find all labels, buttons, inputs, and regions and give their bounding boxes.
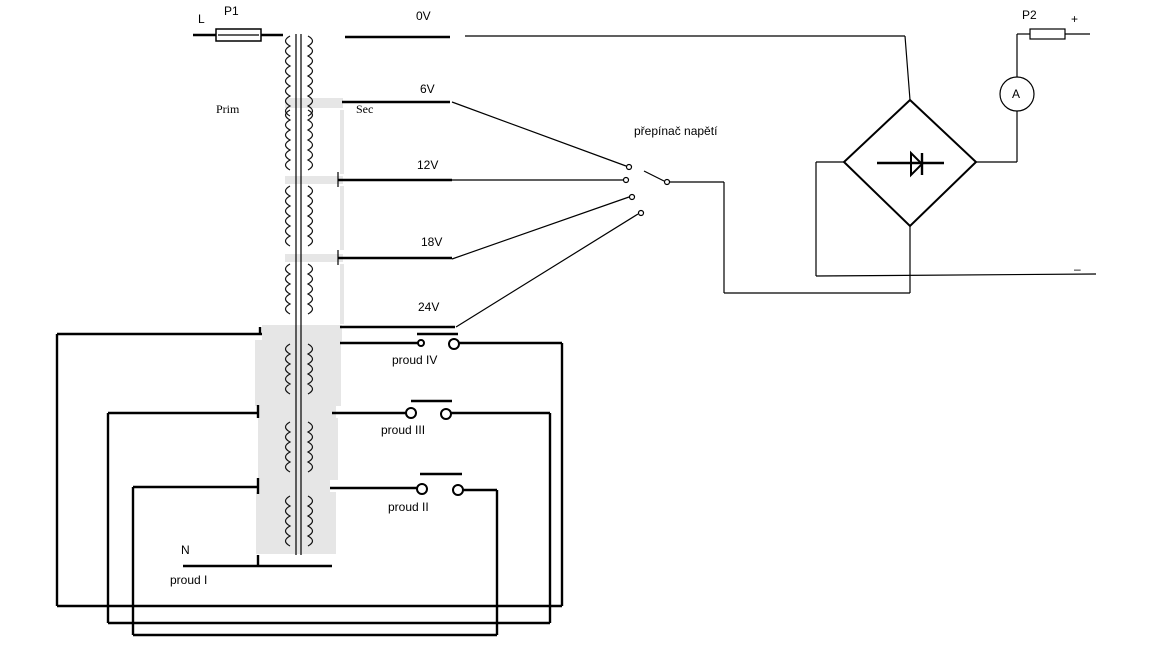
label-plus: + (1071, 12, 1079, 26)
transformer (255, 34, 344, 555)
secondary-taps (337, 35, 455, 329)
label-24v: 24V (418, 300, 440, 314)
mains-input (193, 28, 283, 42)
label-selector: přepínač napětí (634, 124, 718, 138)
fuse-p2 (1029, 28, 1066, 40)
label-proud-iii: proud III (381, 423, 426, 437)
label-ammeter: A (1012, 87, 1021, 101)
label-12v: 12V (417, 158, 439, 172)
label-proud-iv: proud IV (392, 353, 438, 367)
label-n: N (181, 543, 190, 557)
label-proud-i: proud I (170, 573, 208, 587)
label-p2: P2 (1022, 8, 1037, 22)
label-6v: 6V (420, 82, 435, 96)
label-0v: 0V (416, 9, 431, 23)
label-minus: – (1074, 262, 1081, 276)
rectifier-output (465, 28, 1097, 293)
voltage-selector (451, 101, 910, 328)
label-prim: Prim (216, 102, 240, 116)
current-switches (55, 327, 564, 637)
label-sec: Sec (356, 102, 374, 116)
label-proud-ii: proud II (388, 500, 429, 514)
label-18v: 18V (421, 235, 443, 249)
label-l: L (198, 12, 205, 26)
label-p1: P1 (224, 4, 239, 18)
